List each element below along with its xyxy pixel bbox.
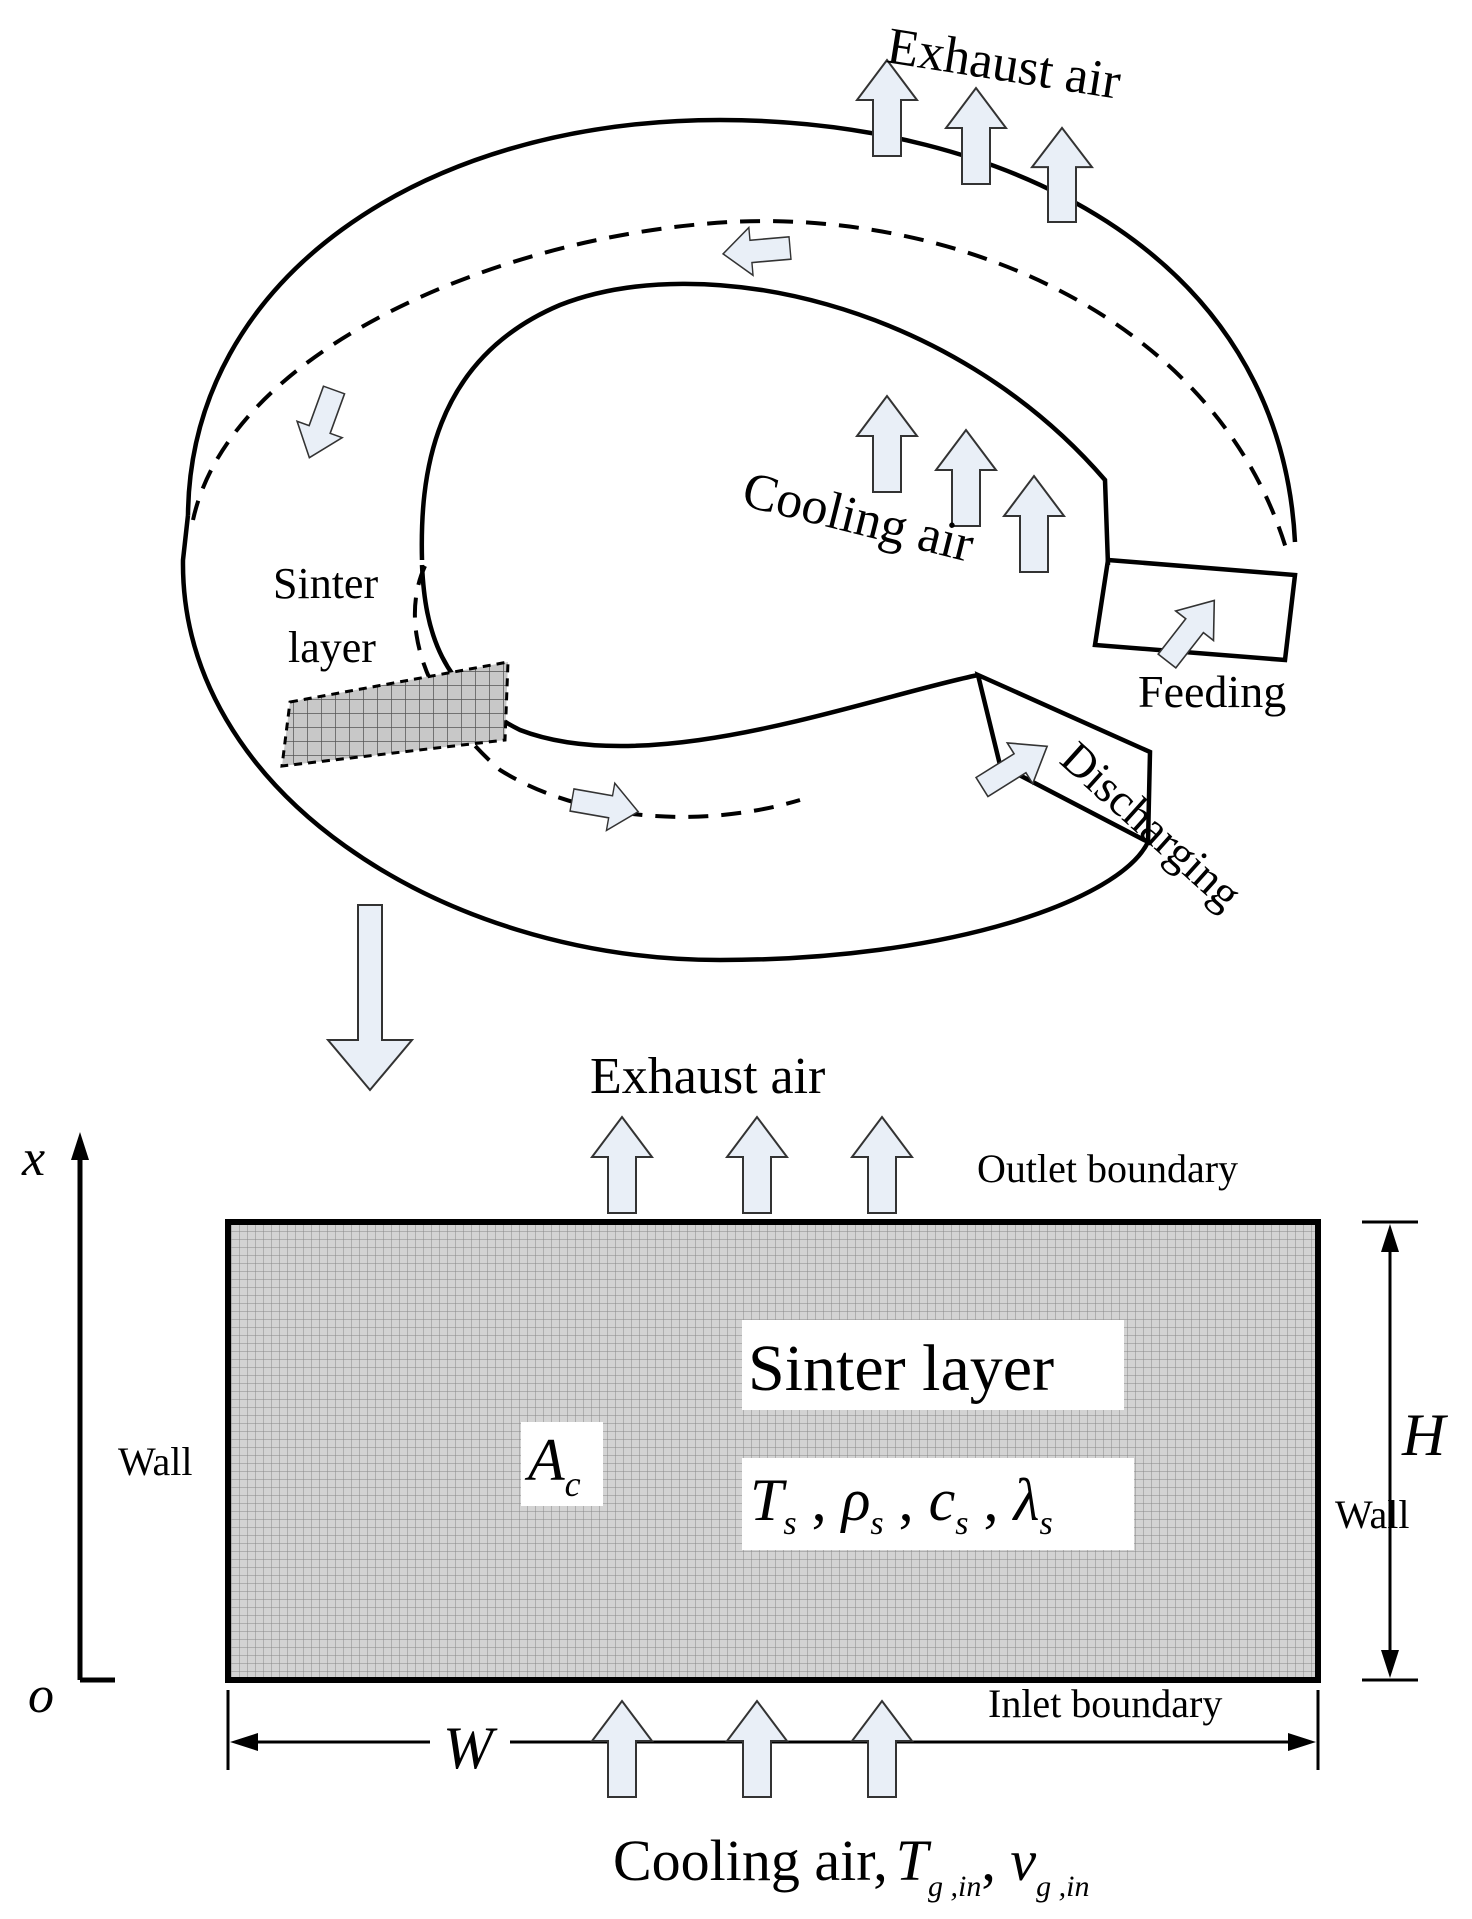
annular-cooler <box>180 117 1298 963</box>
outer-ring-bottom <box>180 514 1151 963</box>
cooling-arrow-icon <box>856 395 918 493</box>
feeding-arrow-icon <box>1147 584 1234 677</box>
cooling-arrow-icon <box>591 1700 653 1798</box>
cooling-arrow-icon <box>1003 475 1065 573</box>
sinter-label-line2: layer <box>288 623 376 672</box>
sinter-label-line1: Sinter <box>273 559 378 608</box>
outer-ring-top <box>185 117 1298 543</box>
exhaust-arrow-icon <box>851 1116 913 1214</box>
dashed-outline-front <box>412 565 801 819</box>
discharging-block <box>974 671 1153 846</box>
x-axis <box>71 1132 115 1683</box>
exhaust-arrow-icon <box>726 1116 788 1214</box>
area-label: Ac <box>524 1427 581 1504</box>
inner-hole-top <box>419 281 1111 566</box>
cooling-air-label-bottom: Cooling air,Tg ,in, vg ,in <box>613 1828 1089 1903</box>
axis-origin-label: o <box>28 1667 54 1724</box>
rotation-arrow-icon <box>286 380 358 467</box>
width-label: W <box>443 1715 498 1781</box>
properties-label: Ts , ρs , cs , λs <box>750 1467 1053 1542</box>
height-label: H <box>1401 1402 1449 1468</box>
inlet-boundary-label: Inlet boundary <box>988 1681 1222 1726</box>
feeding-label: Feeding <box>1138 666 1286 717</box>
cooling-arrow-icon <box>726 1700 788 1798</box>
cooling-air-arrows-bottom <box>591 1700 913 1798</box>
exhaust-air-label-top: Exhaust air <box>883 18 1124 111</box>
sinter-layer-label-bg <box>742 1320 1124 1410</box>
wall-left-label: Wall <box>118 1439 193 1484</box>
zoom-down-arrow-icon <box>325 904 415 1092</box>
cooling-arrow-icon <box>851 1700 913 1798</box>
rotation-arrow-icon <box>567 775 644 837</box>
inner-hole-front <box>419 564 979 749</box>
sinter-layer-label: Sinter layer <box>748 1332 1054 1405</box>
exhaust-arrow-icon <box>591 1116 653 1214</box>
height-dimension <box>1362 1220 1418 1682</box>
properties-label-bg <box>742 1458 1134 1550</box>
sinter-layer-domain <box>225 1219 1321 1683</box>
feeding-block <box>1092 557 1298 663</box>
wall-right-label: Wall <box>1335 1492 1410 1537</box>
rotation-arrow-icon <box>720 223 793 279</box>
sinter-sample-hatch <box>280 660 510 768</box>
dashed-outline-rear <box>191 219 1290 556</box>
area-label-bg <box>521 1422 603 1506</box>
exhaust-air-arrows-bottom <box>591 1116 913 1214</box>
discharging-arrow-icon <box>968 725 1061 809</box>
exhaust-air-label-bottom: Exhaust air <box>590 1048 825 1105</box>
exhaust-arrow-icon <box>945 87 1007 185</box>
outlet-boundary-label: Outlet boundary <box>977 1146 1238 1191</box>
cooling-air-label-top: Cooling air <box>737 461 979 573</box>
axis-x-label: x <box>21 1130 45 1187</box>
